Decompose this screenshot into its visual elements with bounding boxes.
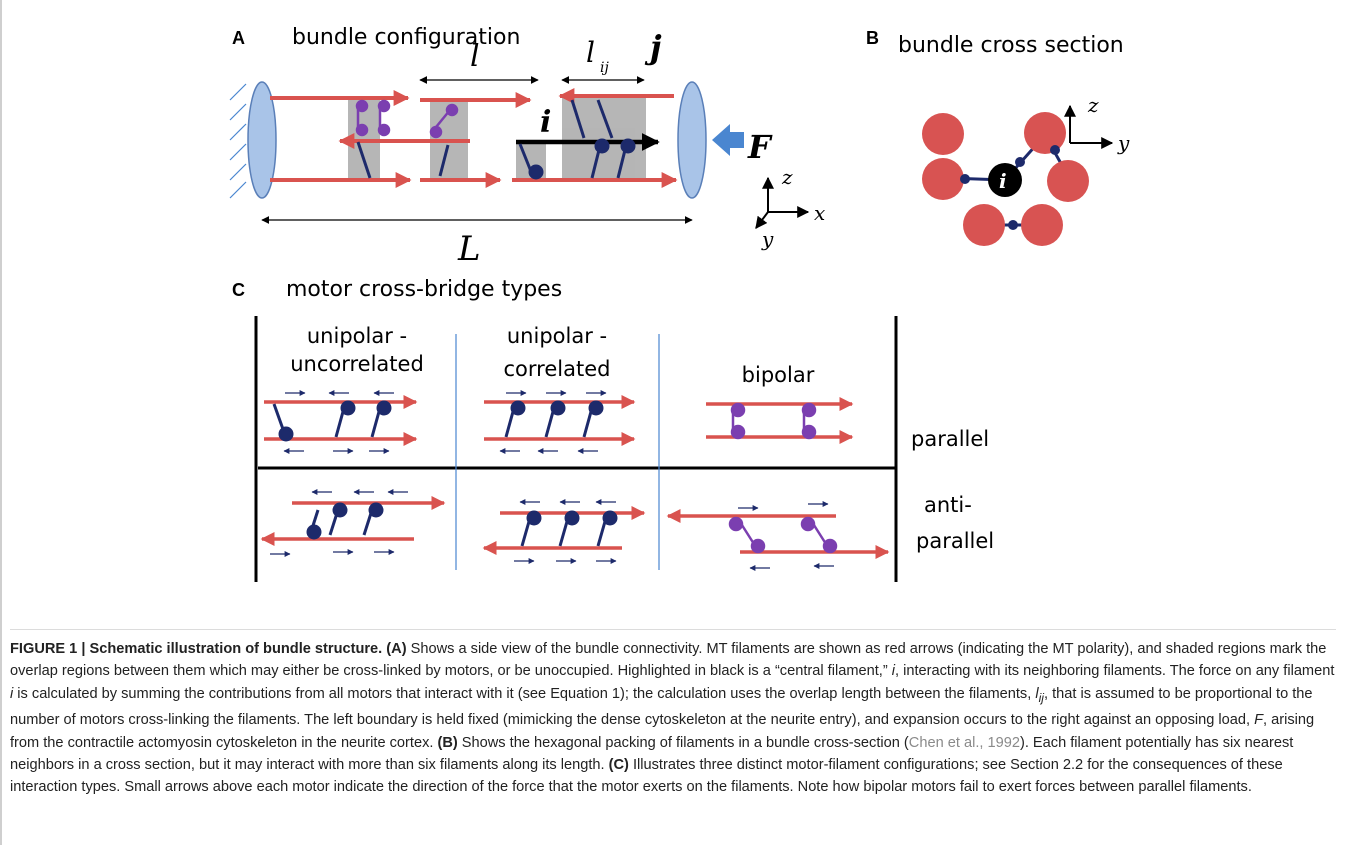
motors-a [356, 99, 636, 180]
panel-c-letter: C [232, 280, 245, 300]
caption-a-text2: , interacting with its neighboring filam… [894, 663, 1335, 680]
panel-a-title: bundle configuration [292, 25, 520, 50]
cross-link-nodes [960, 145, 1060, 230]
left-boundary-plate [247, 81, 277, 199]
panel-b-title: bundle cross section [898, 33, 1124, 58]
caption-a-text5: , arising from the contractile actomyosi… [10, 712, 1315, 751]
col1-header-line2: uncorrelated [290, 352, 424, 376]
row1-label: parallel [911, 427, 989, 451]
caption-a-i: i [891, 663, 895, 680]
col2-header-line2: correlated [504, 357, 611, 381]
col3-header: bipolar [742, 363, 815, 387]
col2-header-line1: unipolar - [507, 324, 607, 348]
axis-z-b: z [1087, 93, 1099, 117]
axis-z-a: z [781, 165, 793, 189]
cell-bipolar-parallel [706, 397, 854, 444]
central-filament-section [988, 163, 1022, 197]
panel-c-title: motor cross-bridge types [286, 277, 562, 302]
panel-a-letter: A [232, 28, 245, 48]
caption-a-tag: (A) [386, 641, 407, 657]
caption-c-text: Illustrates three distinct motor-filamen… [10, 756, 1283, 796]
panel-b-letter: B [866, 28, 879, 48]
axis-y-b: y [1117, 131, 1130, 155]
cell-correlated-antiparallel [482, 499, 646, 564]
caption-a-lij-sub: ij [1038, 690, 1044, 705]
axes-b [1064, 104, 1114, 149]
axes-a [755, 176, 810, 229]
row2-label-line2: parallel [916, 529, 994, 553]
caption-label: FIGURE 1 | Schematic illustration of bun… [10, 641, 383, 657]
caption-a-text3: is calculated by summing the contributio… [13, 685, 1036, 702]
right-boundary-plate [677, 81, 707, 199]
caption-a-F: F [1254, 712, 1264, 729]
panel-c: C motor cross-bridge types unipolar - un… [232, 277, 994, 582]
central-filament-label: i [999, 169, 1007, 193]
label-j: j [644, 28, 662, 66]
row2-label-line1: anti- [924, 493, 972, 517]
label-F: F [747, 128, 773, 166]
filament-cross-sections [922, 112, 1089, 246]
fixed-wall [229, 83, 247, 199]
caption-b-text: Shows the hexagonal packing of filaments… [457, 734, 909, 751]
label-lij: l [586, 36, 595, 69]
caption-a-text4: , that is assumed to be proportional to … [10, 685, 1313, 729]
panel-a: A bundle configuration [229, 25, 825, 269]
cell-uncorrelated-antiparallel [260, 489, 446, 557]
force-arrow-icon [712, 124, 744, 156]
label-L: L [457, 229, 481, 269]
label-i: i [540, 105, 551, 140]
caption-a-i2: i [10, 685, 14, 702]
cell-uncorrelated-parallel [264, 390, 418, 454]
figure-caption: FIGURE 1 | Schematic illustration of bun… [10, 629, 1336, 799]
axis-y-a: y [761, 227, 774, 251]
caption-a-text: Shows a side view of the bundle connecti… [10, 641, 1327, 680]
figure-1: A bundle configuration [229, 25, 1130, 582]
axis-x-a: x [814, 201, 825, 225]
cell-correlated-parallel [484, 390, 636, 454]
filaments [270, 88, 678, 188]
label-l: l [470, 39, 480, 74]
caption-text: FIGURE 1 | Schematic illustration of bun… [10, 638, 1336, 799]
caption-c-tag: (C) [608, 756, 629, 773]
caption-b-citation-link[interactable]: Chen et al., 1992 [908, 734, 1020, 751]
col1-header-line1: unipolar - [307, 324, 407, 348]
caption-b-tag: (B) [437, 734, 458, 751]
left-rule [0, 0, 2, 845]
caption-b-text2: ). Each filament potentially has six nea… [10, 734, 1294, 773]
cell-bipolar-antiparallel [666, 501, 890, 571]
bipolar-motors-a [355, 99, 459, 139]
caption-a-lij: l [1035, 685, 1039, 702]
panel-b: B bundle cross section i z [866, 28, 1130, 246]
label-lij-sub: ij [600, 60, 609, 76]
